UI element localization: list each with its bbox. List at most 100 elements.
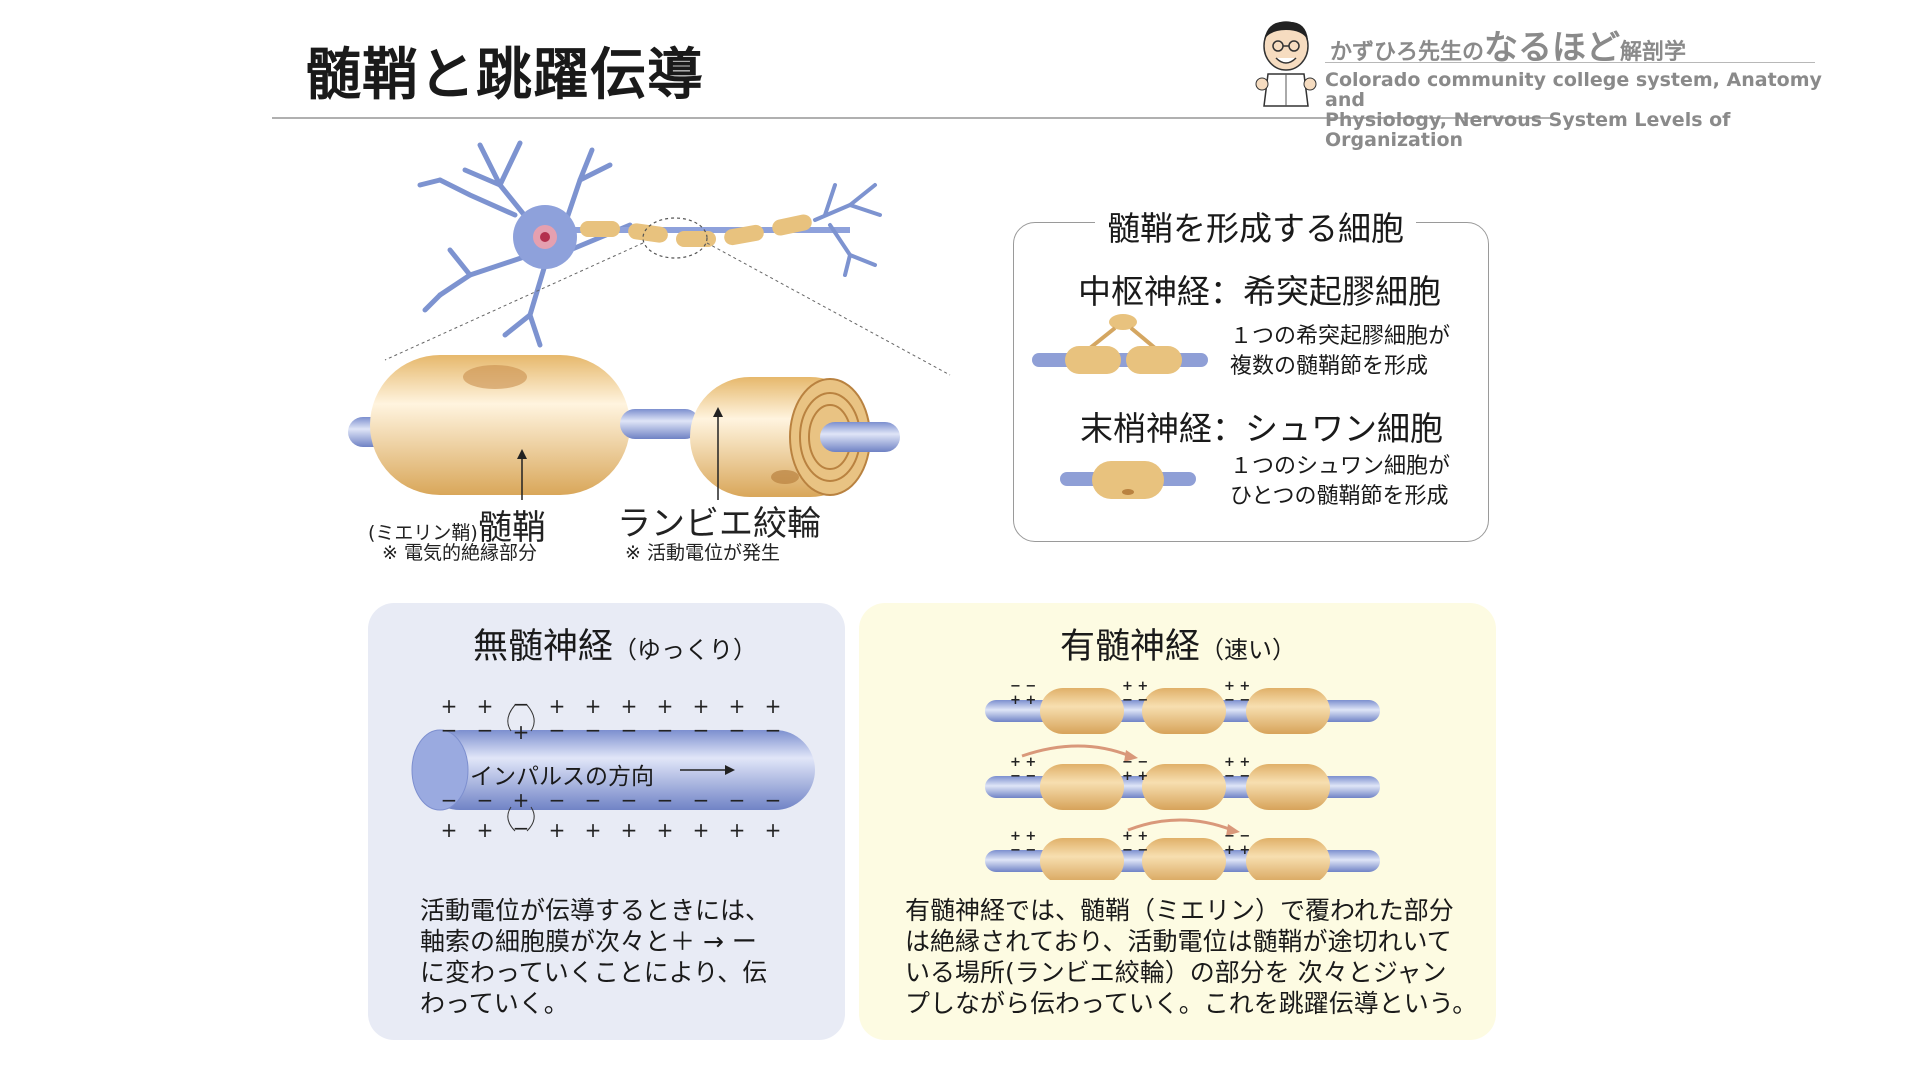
svg-text:− −: − − — [1122, 843, 1148, 858]
neuron-illustration — [348, 140, 951, 500]
myelin-label-group: (ミエリン鞘)髄鞘 — [368, 500, 546, 549]
svg-text:+ +: + + — [1010, 829, 1036, 844]
svg-text:−: − — [657, 788, 674, 812]
source-line-1: Colorado community college system, Anato… — [1325, 69, 1822, 111]
page-title: 髄鞘と跳躍伝導 — [305, 43, 704, 108]
cartoon-teacher-icon — [1255, 21, 1317, 107]
myelinated-text-line-2: は絶縁されており、活動電位は髄鞘が途切れいて — [905, 927, 1452, 956]
svg-text:− −: − − — [1010, 769, 1036, 784]
oligodendrocyte-icon — [1032, 314, 1208, 374]
myelinated-subtitle: （速い） — [1200, 636, 1297, 664]
myelinated-text: 有髄神経では、髄鞘（ミエリン）で覆われた部分 は絶縁されており、活動電位は髄鞘が… — [905, 895, 1477, 1019]
svg-text:−: − — [765, 788, 782, 812]
myelin-label: 髄鞘 — [477, 508, 546, 548]
unmyelinated-title: 無髄神経 — [473, 627, 614, 667]
svg-text:+: + — [513, 788, 530, 812]
svg-text:+: + — [729, 818, 746, 842]
pns-line-1: １つのシュワン細胞が — [1230, 454, 1451, 479]
svg-text:− −: − − — [1010, 680, 1036, 694]
pns-description: １つのシュワン細胞が ひとつの髄鞘節を形成 — [1230, 452, 1450, 512]
axon-terminal — [813, 183, 882, 277]
svg-text:−: − — [513, 816, 530, 840]
small-axon — [570, 214, 850, 247]
unmyelinated-title-group: 無髄神経（ゆっくり） — [473, 618, 757, 669]
myelinated-title: 有髄神経 — [1060, 627, 1201, 667]
svg-text:−: − — [441, 718, 458, 742]
svg-text:+ +: + + — [1122, 680, 1148, 694]
svg-text:− −: − − — [1010, 843, 1036, 858]
cns-line-1: １つの希突起膠細胞が — [1230, 324, 1451, 349]
svg-text:+: + — [513, 720, 530, 744]
unmyelinated-panel — [368, 603, 845, 1040]
svg-text:−: − — [729, 788, 746, 812]
svg-text:−: − — [513, 695, 530, 716]
svg-text:+ +: + + — [1224, 680, 1250, 694]
svg-text:−: − — [657, 718, 674, 742]
svg-text:+ +: + + — [1224, 755, 1250, 770]
myelin-closeup — [348, 355, 900, 497]
svg-text:+ +: + + — [1122, 829, 1148, 844]
svg-text:− −: − − — [1224, 693, 1250, 708]
pns-line-2: ひとつの髄鞘節を形成 — [1230, 484, 1449, 509]
ranvier-note: ※ 活動電位が発生 — [625, 542, 780, 564]
svg-text:+: + — [657, 818, 674, 842]
brand-prefix: かずひろ先生の — [1330, 40, 1485, 65]
svg-text:+ +: + + — [1224, 843, 1250, 858]
svg-text:−: − — [693, 718, 710, 742]
myelinated-title-group: 有髄神経（速い） — [1060, 618, 1296, 669]
svg-text:+: + — [693, 818, 710, 842]
myelin-note: ※ 電気的絶縁部分 — [382, 542, 537, 564]
myelin-cells-box — [1013, 222, 1489, 542]
svg-text:+: + — [585, 818, 602, 842]
brand-title: かずひろ先生のなるほど解剖学 — [1330, 20, 1686, 69]
myelinated-text-line-1: 有髄神経では、髄鞘（ミエリン）で覆われた部分 — [905, 896, 1454, 925]
svg-text:−: − — [621, 718, 638, 742]
svg-text:−: − — [441, 788, 458, 812]
brand-main: なるほど — [1484, 28, 1621, 68]
svg-text:−: − — [585, 718, 602, 742]
svg-text:+: + — [549, 695, 566, 718]
myelinated-text-line-3: いる場所(ランビエ絞輪）の部分を 次々とジャン — [905, 958, 1447, 987]
pns-heading: 末梢神経：シュワン細胞 — [1080, 409, 1443, 448]
svg-text:− −: − − — [1122, 693, 1148, 708]
svg-text:− −: − − — [1122, 755, 1148, 770]
myelinated-axon-row-1 — [985, 688, 1380, 734]
svg-text:+: + — [477, 695, 494, 718]
svg-text:−: − — [549, 718, 566, 742]
svg-text:− −: − − — [1224, 829, 1250, 844]
svg-text:−: − — [693, 788, 710, 812]
svg-text:+: + — [765, 695, 782, 718]
svg-text:+: + — [441, 695, 458, 718]
neuron-cell — [417, 140, 633, 348]
svg-text:+: + — [549, 818, 566, 842]
svg-text:+: + — [729, 695, 746, 718]
cns-description: １つの希突起膠細胞が 複数の髄鞘節を形成 — [1230, 322, 1450, 382]
svg-text:+: + — [657, 695, 674, 718]
svg-text:− −: − − — [1224, 769, 1250, 784]
myelinated-text-line-4: プしながら伝わっていく。これを跳躍伝導という。 — [905, 989, 1478, 1018]
svg-text:+: + — [585, 695, 602, 718]
unmyelinated-text-line-1: 活動電位が伝導するときには、 — [420, 896, 771, 925]
svg-text:+ +: + + — [1010, 755, 1036, 770]
myelinated-axon-row-3 — [985, 838, 1380, 880]
svg-text:−: − — [477, 788, 494, 812]
svg-text:+: + — [765, 818, 782, 842]
source-line-2: Physiology, Nervous System Levels of Org… — [1325, 109, 1731, 151]
brand-suffix: 解剖学 — [1620, 40, 1687, 65]
schwann-cell-icon — [1060, 461, 1196, 499]
brand-divider — [1325, 62, 1815, 63]
title-divider — [272, 117, 1552, 119]
svg-text:−: − — [729, 718, 746, 742]
impulse-direction-label: インパルスの方向 — [470, 764, 654, 790]
svg-text:−: − — [477, 718, 494, 742]
unmyelinated-text: 活動電位が伝導するときには、 軸索の細胞膜が次々と＋ → ー に変わっていくこと… — [420, 895, 770, 1019]
svg-text:+: + — [477, 818, 494, 842]
source-credit: Colorado community college system, Anato… — [1325, 70, 1845, 150]
cns-heading: 中枢神経：希突起膠細胞 — [1078, 272, 1441, 311]
unmyelinated-axon-illustration: ++−+ ++++ ++ −−+− −−−− −− −−+− −−−− −− +… — [411, 695, 815, 842]
svg-text:−: − — [621, 788, 638, 812]
svg-text:−: − — [585, 788, 602, 812]
unmyelinated-text-line-3: に変わっていくことにより、伝 — [420, 958, 768, 987]
svg-text:+: + — [693, 695, 710, 718]
svg-text:+ +: + + — [1010, 693, 1036, 708]
